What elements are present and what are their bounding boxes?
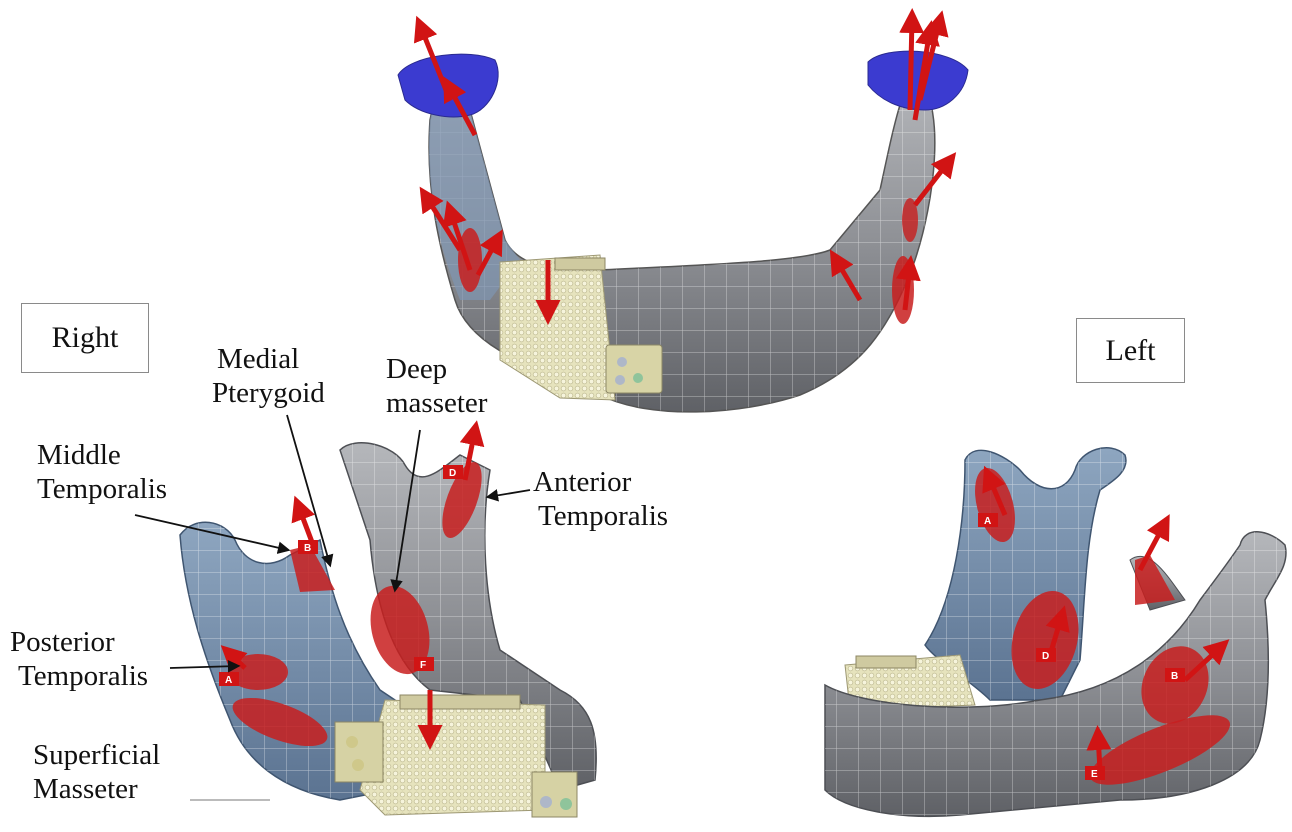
svg-text:E: E bbox=[1091, 769, 1098, 780]
left-marker-e: E bbox=[1085, 766, 1105, 780]
medial-pterygoid-line1: Medial bbox=[212, 342, 325, 376]
left-view-mandible bbox=[825, 448, 1286, 816]
top-implant-plate bbox=[606, 345, 662, 393]
svg-text:D: D bbox=[449, 468, 456, 479]
posterior-temporalis-label: Posterior Temporalis bbox=[10, 625, 148, 693]
right-marker-b: B bbox=[298, 540, 318, 554]
svg-text:B: B bbox=[1171, 671, 1178, 682]
superficial-masseter-line1: Superficial bbox=[33, 738, 160, 772]
medial-pterygoid-label: Medial Pterygoid bbox=[212, 342, 325, 410]
right-view-label: Right bbox=[21, 303, 149, 373]
medial-pterygoid-line2: Pterygoid bbox=[212, 376, 325, 410]
superficial-masseter-line2: Masseter bbox=[33, 772, 160, 806]
right-marker-d: D bbox=[443, 465, 463, 479]
right-implant-plate-2 bbox=[532, 772, 577, 817]
anterior-temporalis-line1: Anterior bbox=[533, 465, 668, 499]
right-marker-a: A bbox=[219, 672, 239, 686]
middle-temporalis-label: Middle Temporalis bbox=[37, 438, 167, 506]
anterior-temporalis-leader bbox=[488, 490, 530, 497]
deep-masseter-line1: Deep bbox=[386, 352, 487, 386]
left-marker-a: A bbox=[978, 513, 998, 527]
deep-masseter-label: Deep masseter bbox=[386, 352, 487, 420]
anterior-temporalis-line2: Temporalis bbox=[533, 499, 668, 533]
middle-temporalis-line1: Middle bbox=[37, 438, 167, 472]
posterior-temporalis-line1: Posterior bbox=[10, 625, 148, 659]
right-marker-f: F bbox=[414, 657, 434, 671]
anterior-temporalis-label: Anterior Temporalis bbox=[533, 465, 668, 533]
superficial-masseter-label: Superficial Masseter bbox=[33, 738, 160, 806]
top-implant-mesh bbox=[500, 255, 615, 400]
svg-text:A: A bbox=[984, 516, 991, 527]
posterior-temporalis-line2: Temporalis bbox=[10, 659, 148, 693]
middle-temporalis-line2: Temporalis bbox=[37, 472, 167, 506]
svg-text:B: B bbox=[304, 543, 311, 554]
left-marker-b: B bbox=[1165, 668, 1185, 682]
svg-text:F: F bbox=[420, 660, 426, 671]
right-implant-plate-1 bbox=[335, 722, 383, 782]
svg-text:A: A bbox=[225, 675, 232, 686]
left-marker-d: D bbox=[1036, 648, 1056, 662]
right-implant-mesh bbox=[360, 700, 545, 815]
svg-text:D: D bbox=[1042, 651, 1049, 662]
left-view-label: Left bbox=[1076, 318, 1185, 383]
deep-masseter-line2: masseter bbox=[386, 386, 487, 420]
